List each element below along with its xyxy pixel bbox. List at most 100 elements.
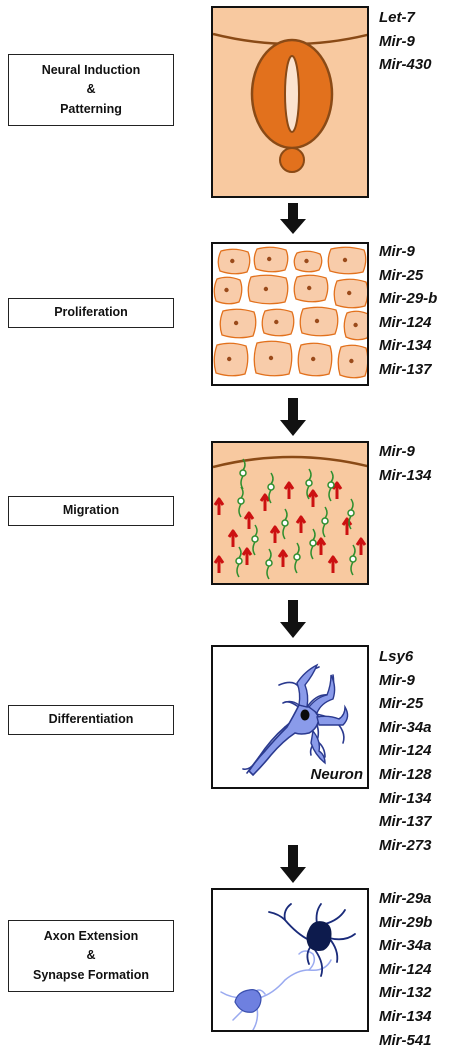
migration-arrow-icon: [241, 547, 253, 565]
migrating-cell-process: [350, 544, 356, 576]
migrating-cell-process: [236, 546, 242, 578]
panel-proliferation: [211, 242, 369, 386]
migrating-cell-process: [240, 458, 246, 490]
mirna-label: Mir-137: [379, 360, 432, 378]
migrating-cell-process: [348, 498, 354, 530]
mirna-label: Mir-541: [379, 1031, 432, 1049]
cell-nucleus: [230, 258, 235, 264]
panel-neural-induction: [211, 6, 369, 198]
migrating-cell-body: [251, 535, 259, 543]
migrating-cell-process: [268, 472, 274, 504]
migrating-cell-process: [266, 548, 272, 580]
migration-arrow-icon: [327, 555, 339, 573]
mirna-label: Mir-9: [379, 243, 415, 260]
neuron-illustration: [242, 663, 349, 777]
migration-arrow-icon: [315, 537, 327, 555]
migrating-cell-body: [321, 517, 329, 525]
mirna-label: Mir-9: [379, 443, 415, 460]
mirna-label: Mir-134: [379, 466, 432, 484]
cell-nucleus: [347, 290, 352, 296]
stage-label-line: &: [86, 82, 96, 97]
cell-nucleus: [227, 356, 232, 362]
cell-nucleus: [274, 319, 279, 325]
pial-surface-line: [213, 455, 367, 469]
migrating-cell-process: [310, 528, 316, 560]
migrating-cell-process: [328, 470, 334, 502]
down-arrow-icon: [280, 845, 306, 883]
mirna-label: Mir-430: [379, 56, 432, 74]
migrating-cells-illustration: [213, 455, 367, 580]
migration-arrow-icon: [283, 481, 295, 499]
migration-arrow-icon: [227, 529, 239, 547]
panel-axon-extension: [211, 888, 369, 1032]
neural-plate-illustration: [213, 32, 367, 173]
mirna-label: Mir-29-b: [379, 290, 438, 308]
migrating-cell-body: [281, 519, 289, 527]
stage-label-proliferation: Proliferation: [8, 298, 174, 328]
cell-nucleus: [233, 320, 239, 326]
migration-arrow-icon: [295, 515, 307, 533]
neuron-caption: Neuron: [310, 766, 364, 783]
cell-nucleus: [224, 287, 229, 293]
stage-label-neural-induction: Neural Induction & Patterning: [8, 54, 174, 126]
stage-label-line: &: [86, 948, 96, 963]
down-arrow-icon: [280, 398, 306, 436]
mirna-label: Mir-9: [379, 32, 415, 50]
migrating-cell-body: [239, 469, 247, 477]
migrating-cell-process: [282, 508, 288, 540]
migration-arrow-icon: [307, 489, 319, 507]
cell-nucleus: [268, 355, 274, 361]
mirna-label: Mir-25: [379, 266, 424, 284]
mirna-label: Mir-137: [379, 813, 432, 831]
migration-arrow-icon: [259, 493, 271, 511]
migrating-cell-body: [267, 483, 275, 491]
mirna-label: Mir-124: [379, 313, 432, 331]
cell-nucleus: [263, 286, 269, 292]
cell-nucleus: [304, 258, 309, 264]
cell-nucleus: [267, 256, 272, 262]
proliferating-cells-illustration: [213, 246, 367, 379]
stage-label-migration: Migration: [8, 496, 174, 526]
panel-migration: [211, 441, 369, 585]
connected-neurons-illustration: [220, 903, 356, 1030]
migrating-cell-process: [306, 468, 312, 500]
migrating-cell-body: [237, 497, 245, 505]
migration-arrow-icon: [269, 525, 281, 543]
mirna-label: Mir-29b: [379, 913, 433, 931]
cell-nucleus: [311, 356, 316, 362]
migrating-cell-process: [322, 506, 328, 538]
mirna-label: Let-7: [379, 9, 415, 26]
mirna-label: Mir-132: [379, 984, 432, 1002]
migration-arrow-icon: [243, 511, 255, 529]
stage-label-line: Axon Extension: [43, 928, 139, 943]
migrating-cell-body: [349, 555, 357, 563]
cell-nucleus: [353, 322, 358, 328]
migrating-cell-body: [327, 481, 335, 489]
stage-label-line: Proliferation: [54, 305, 128, 320]
migrating-cell-body: [293, 553, 301, 561]
mirna-label: Mir-134: [379, 789, 432, 807]
mirna-label: Mir-25: [379, 695, 424, 713]
migrating-cell-process: [252, 524, 258, 556]
mirna-label: Mir-273: [379, 836, 432, 854]
migrating-cell-process: [294, 542, 300, 574]
cell-nucleus: [342, 257, 348, 263]
panel-differentiation: Neuron: [211, 645, 369, 789]
migration-arrow-icon: [331, 481, 343, 499]
migrating-cell-body: [305, 479, 313, 487]
migration-arrow-icon: [213, 555, 225, 573]
mirna-label: Mir-128: [379, 765, 432, 783]
mirna-label: Mir-124: [379, 960, 432, 978]
cell-nucleus: [314, 318, 320, 324]
stage-label-line: Synapse Formation: [33, 967, 149, 982]
stage-label-line: Patterning: [60, 101, 122, 116]
mirna-label: Mir-34a: [379, 937, 432, 955]
stage-label-axon-extension: Axon Extension & Synapse Formation: [8, 920, 174, 992]
mirna-label: Mir-134: [379, 337, 432, 355]
mirna-label: Mir-34a: [379, 718, 432, 736]
